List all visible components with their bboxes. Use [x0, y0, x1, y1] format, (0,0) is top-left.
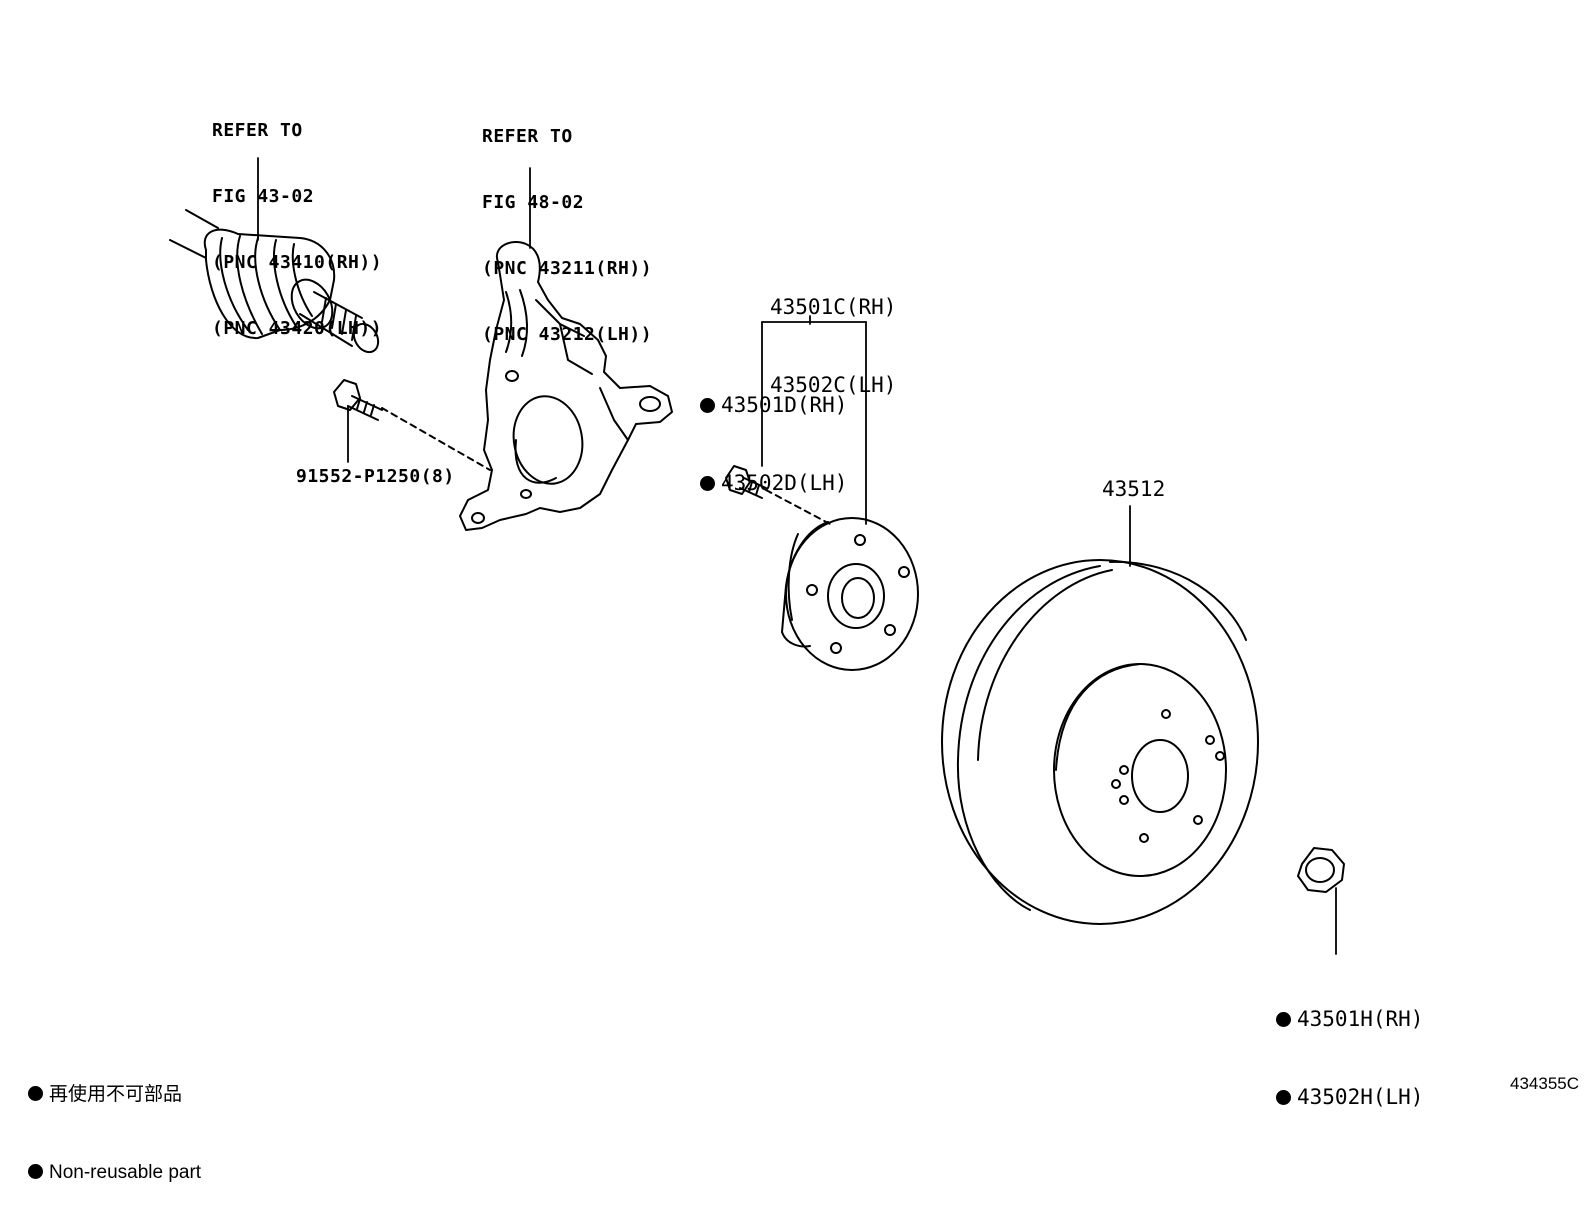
knuckle-callout: REFER TO FIG 48-02 (PNC 43211(RH)) (PNC … — [482, 82, 652, 368]
hub-bolt-label: 43501D(RH) 43502D(LH) — [700, 340, 847, 522]
knuckle-bolt-label: 91552-P1250(8) — [296, 466, 455, 487]
legend: 再使用不可部品 Non-reusable part — [28, 1030, 201, 1212]
hub-nut-rh: 43501H(RH) — [1297, 1007, 1424, 1031]
driveshaft-callout-line2: FIG 43-02 — [212, 186, 315, 207]
legend-en: Non-reusable part — [49, 1162, 202, 1183]
brake-disc-drawing — [941, 559, 1259, 925]
hub-bolt-lh: 43502D(LH) — [721, 471, 848, 495]
knuckle-callout-line2: FIG 48-02 — [482, 192, 585, 213]
knuckle-callout-line1: REFER TO — [482, 126, 573, 147]
non-reusable-dot-icon — [1276, 1090, 1291, 1105]
non-reusable-dot-icon — [700, 476, 715, 491]
legend-dot-icon — [28, 1164, 43, 1179]
drive-shaft-drawing — [169, 209, 380, 354]
driveshaft-callout-line3: (PNC 43410(RH)) — [212, 252, 383, 273]
hub-assembly-rh: 43501C(RH) — [770, 295, 897, 319]
legend-jp: 再使用不可部品 — [49, 1084, 183, 1105]
knuckle-bolt-drawing — [333, 379, 491, 471]
legend-dot-icon — [28, 1086, 43, 1101]
parts-diagram — [169, 157, 1345, 955]
leader-lines — [257, 157, 1337, 955]
hub-bolt-rh: 43501D(RH) — [721, 393, 848, 417]
hub-assembly-lh: 43502C(LH) — [770, 373, 897, 397]
non-reusable-dot-icon — [700, 398, 715, 413]
non-reusable-dot-icon — [1276, 1012, 1291, 1027]
hub-assembly-label: 43501C(RH) 43502C(LH) — [770, 242, 896, 424]
hub-bolt-drawing — [725, 465, 831, 525]
driveshaft-callout-line1: REFER TO — [212, 120, 303, 141]
knuckle-callout-line4: (PNC 43212(LH)) — [482, 324, 653, 345]
driveshaft-callout-line4: (PNC 43420(LH)) — [212, 318, 383, 339]
steering-knuckle-drawing — [459, 241, 673, 531]
hub-nut-lh: 43502H(LH) — [1297, 1085, 1424, 1109]
figure-id: 434355C — [1510, 1074, 1580, 1093]
hub-bearing-drawing — [781, 517, 919, 671]
hub-nut-drawing — [1297, 847, 1345, 893]
disc-label: 43512 — [1102, 477, 1166, 501]
knuckle-callout-line3: (PNC 43211(RH)) — [482, 258, 653, 279]
driveshaft-callout: REFER TO FIG 43-02 (PNC 43410(RH)) (PNC … — [212, 76, 382, 362]
hub-nut-label: 43501H(RH) 43502H(LH) — [1276, 954, 1423, 1136]
